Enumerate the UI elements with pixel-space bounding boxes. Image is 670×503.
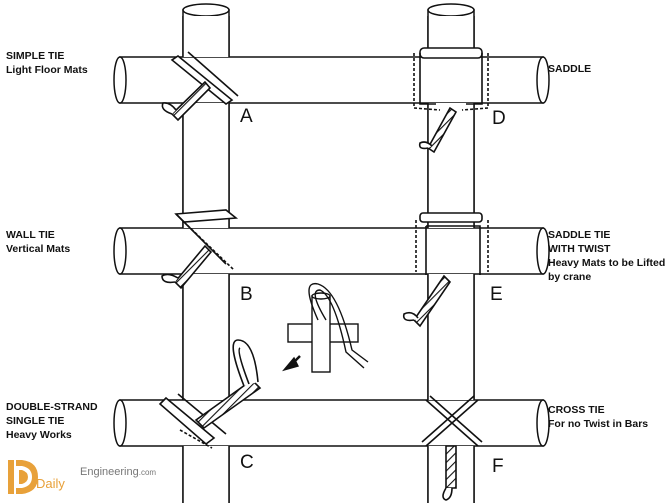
label-saddle-tie-line1: WITH TWIST <box>548 243 611 255</box>
label-cross-tie-title: CROSS TIE <box>548 404 605 416</box>
letter-b: B <box>240 284 253 305</box>
horizontal-bar-bottom <box>113 399 550 447</box>
label-simple-tie-desc: Light Floor Mats <box>6 64 88 76</box>
label-double-strand-line1: SINGLE TIE <box>6 415 65 427</box>
label-saddle-tie-title: SADDLE TIE <box>548 229 611 241</box>
label-simple-tie: SIMPLE TIE Light Floor Mats <box>6 49 88 77</box>
letter-f: F <box>492 456 504 477</box>
label-saddle-title: SADDLE <box>548 63 592 75</box>
logo-domain: .com <box>138 468 157 477</box>
label-saddle-tie-line3: by crane <box>548 271 592 283</box>
label-simple-tie-title: SIMPLE TIE <box>6 50 65 62</box>
label-saddle-tie-line2: Heavy Mats to be Lifted <box>548 257 666 269</box>
horizontal-bar-middle <box>113 227 550 275</box>
label-cross-tie: CROSS TIE For no Twist in Bars <box>548 403 648 431</box>
logo-mark-icon <box>8 460 38 494</box>
label-double-strand-title: DOUBLE-STRAND <box>6 401 98 413</box>
letter-c: C <box>240 452 254 473</box>
label-cross-tie-desc: For no Twist in Bars <box>548 418 649 430</box>
label-double-strand: DOUBLE-STRAND SINGLE TIE Heavy Works <box>6 400 98 442</box>
label-wall-tie-desc: Vertical Mats <box>6 243 71 255</box>
tie-e-saddle-twist <box>402 212 489 328</box>
tie-f-cross <box>421 395 483 501</box>
tie-b-wall <box>161 209 239 290</box>
label-saddle-tie: SADDLE TIE WITH TWIST Heavy Mats to be L… <box>548 228 665 284</box>
label-wall-tie: WALL TIE Vertical Mats <box>6 228 70 256</box>
letter-e: E <box>490 284 503 305</box>
label-double-strand-line2: Heavy Works <box>6 429 72 441</box>
label-wall-tie-title: WALL TIE <box>6 229 55 241</box>
logo-text-engineering: Engineering.com <box>80 466 156 478</box>
label-saddle: SADDLE <box>548 62 591 76</box>
tie-c-double-strand <box>158 339 262 449</box>
tie-d-saddle <box>413 47 489 154</box>
letter-a: A <box>240 106 253 127</box>
logo-text-daily: Daily <box>36 476 65 491</box>
letter-d: D <box>492 108 506 129</box>
inset-loop-detail <box>282 282 369 373</box>
tie-a-simple <box>161 51 239 122</box>
logo-engineering-word: Engineering <box>80 466 139 478</box>
